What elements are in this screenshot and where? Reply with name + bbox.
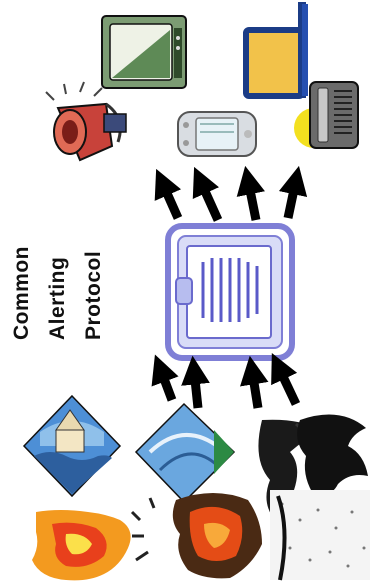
input-arrows xyxy=(160,366,296,408)
clipboard-document-icon xyxy=(168,226,292,358)
storm-icon xyxy=(136,404,234,502)
pda-device-icon xyxy=(178,112,256,156)
input-arrow xyxy=(252,370,258,408)
flood-house-icon xyxy=(24,396,120,496)
television-icon xyxy=(102,16,186,88)
input-arrow xyxy=(160,368,172,400)
output-arrow xyxy=(162,182,178,218)
fire-icon xyxy=(32,510,131,580)
output-arrow xyxy=(248,180,256,220)
output-arrow xyxy=(200,180,218,220)
input-arrow xyxy=(194,370,198,408)
input-arrow xyxy=(278,366,296,404)
output-arrow xyxy=(288,180,296,218)
output-arrows xyxy=(162,180,296,220)
laptop-computer-icon xyxy=(246,2,308,98)
explosion-icon xyxy=(132,493,262,578)
siren-speaker-icon xyxy=(46,82,126,160)
